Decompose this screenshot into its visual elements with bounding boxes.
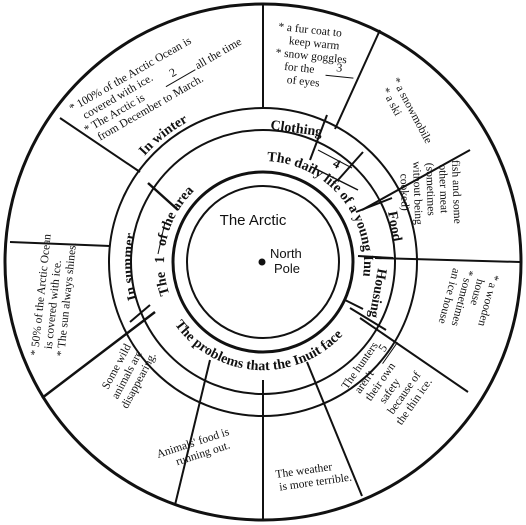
cell-weather: The weather is more terrible. bbox=[275, 461, 353, 493]
category-winter: In winter bbox=[136, 112, 190, 159]
wheel-lines bbox=[3, 2, 523, 522]
svg-text:(sometimes: (sometimes bbox=[423, 163, 437, 217]
cell-summer: * 50% of the Arctic Ocean is covered wit… bbox=[29, 233, 79, 357]
svg-text:3: 3 bbox=[336, 60, 343, 75]
svg-text:keep warm: keep warm bbox=[288, 35, 340, 52]
blank-1-line bbox=[157, 221, 166, 255]
svg-text:of eyes: of eyes bbox=[286, 74, 320, 89]
category-clothing: Clothing bbox=[269, 118, 323, 140]
center-area: The Arctic North Pole bbox=[220, 212, 302, 276]
category-food: Food bbox=[384, 210, 404, 243]
svg-text:other meat: other meat bbox=[436, 164, 450, 214]
north-pole-dot bbox=[258, 258, 266, 266]
svg-text:fish and some: fish and some bbox=[449, 160, 463, 224]
center-title: The Arctic bbox=[220, 212, 287, 229]
svg-text:for the: for the bbox=[284, 61, 315, 76]
cell-housing: * a wooden house * sometimes an ice hous… bbox=[436, 267, 501, 328]
cell-animals-food: Animals' food is running out. bbox=[155, 426, 232, 468]
north-pole-label: North bbox=[270, 246, 302, 261]
ring-problems-label: The problems that the Inuit face bbox=[171, 318, 345, 375]
blank-4-line bbox=[317, 149, 353, 169]
cell-hunters: The hunters aren't 5 their own safety be… bbox=[340, 340, 435, 428]
category-summer: In summer bbox=[121, 232, 141, 302]
cell-food: fish and some other meat (sometimes with… bbox=[397, 160, 463, 226]
cell-clothing: * a fur coat to keep warm * snow goggles… bbox=[275, 21, 354, 90]
svg-text:cooked): cooked) bbox=[397, 173, 410, 211]
svg-text:5: 5 bbox=[375, 341, 390, 354]
cell-transport: * a snowmobile * a ski bbox=[379, 76, 434, 146]
north-pole-label-2: Pole bbox=[274, 261, 300, 276]
svg-text:2: 2 bbox=[167, 65, 179, 80]
svg-text:without being: without being bbox=[410, 161, 424, 225]
svg-text:all the time: all the time bbox=[193, 36, 244, 72]
